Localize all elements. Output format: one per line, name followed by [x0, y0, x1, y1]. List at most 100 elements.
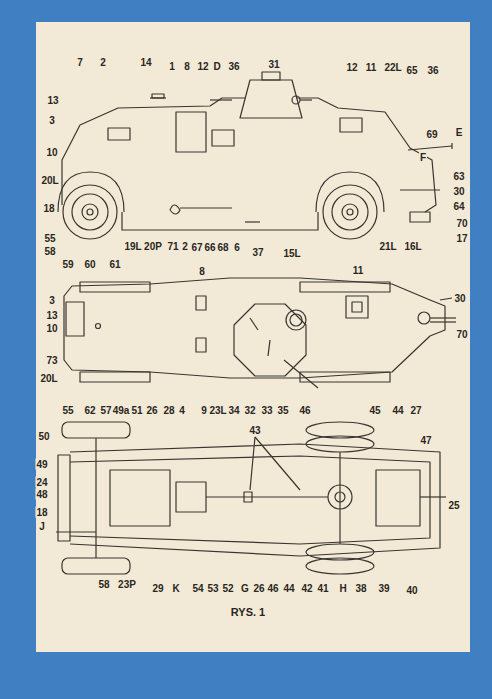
callout-number: 33 [260, 405, 273, 416]
side-view [58, 72, 452, 239]
callout-number: 62 [83, 405, 96, 416]
callout-number: 6 [233, 242, 241, 253]
callout-number: 37 [251, 247, 264, 258]
callout-number: H [338, 583, 347, 594]
callout-number: 26 [252, 583, 265, 594]
callout-number: 58 [97, 579, 110, 590]
callout-number: 35 [276, 405, 289, 416]
callout-number: 16L [403, 241, 422, 252]
callout-number: 26 [145, 405, 158, 416]
top-view [64, 278, 456, 388]
callout-number: 48 [35, 489, 48, 500]
callout-number: D [212, 61, 221, 72]
callout-number: 43 [248, 425, 261, 436]
callout-number: 52 [221, 583, 234, 594]
callout-number: 50 [37, 431, 50, 442]
callout-number: 46 [298, 405, 311, 416]
callout-number: 20P [143, 241, 163, 252]
callout-number: 36 [227, 61, 240, 72]
callout-number: 46 [266, 583, 279, 594]
callout-number: 66 [203, 242, 216, 253]
callout-number: 12 [345, 62, 358, 73]
callout-number: 65 [405, 65, 418, 76]
callout-number: 60 [83, 259, 96, 270]
callout-number: 49a [112, 405, 131, 416]
callout-number: 11 [365, 62, 378, 73]
callout-number: 2 [99, 57, 107, 68]
callout-number: 54 [191, 583, 204, 594]
paper-sheet [36, 22, 470, 652]
callout-number: 19L [123, 241, 142, 252]
callout-number: 68 [216, 242, 229, 253]
callout-number: 21L [378, 241, 397, 252]
callout-number: K [171, 583, 180, 594]
callout-number: 18 [42, 203, 55, 214]
callout-number: 30 [452, 186, 465, 197]
callout-number: 2 [181, 241, 189, 252]
callout-number: 64 [452, 201, 465, 212]
callout-number: 59 [61, 259, 74, 270]
callout-number: 67 [190, 242, 203, 253]
callout-number: 45 [368, 405, 381, 416]
callout-number: 44 [391, 405, 404, 416]
callout-number: 13 [46, 95, 59, 106]
callout-number: 13 [45, 310, 58, 321]
callout-number: 3 [48, 295, 56, 306]
callout-number: 10 [45, 323, 58, 334]
callout-number: 7 [76, 57, 84, 68]
callout-number: 41 [316, 583, 329, 594]
callout-number: 36 [426, 65, 439, 76]
callout-number: 63 [452, 171, 465, 182]
callout-number: 3 [48, 115, 56, 126]
callout-number: 24 [35, 477, 48, 488]
callout-number: 9 [200, 405, 208, 416]
callout-number: 71 [166, 241, 179, 252]
callout-number: 17 [455, 233, 468, 244]
callout-number: E [455, 127, 464, 138]
callout-number: 1 [168, 61, 176, 72]
callout-number: 15L [282, 248, 301, 259]
callout-number: 51 [130, 405, 143, 416]
callout-number: 12 [196, 61, 209, 72]
callout-number: 32 [243, 405, 256, 416]
callout-number: 10 [45, 147, 58, 158]
callout-number: 47 [419, 435, 432, 446]
callout-number: 55 [43, 233, 56, 244]
callout-number: 55 [61, 405, 74, 416]
callout-number: 38 [354, 583, 367, 594]
callout-number: 18 [35, 507, 48, 518]
callout-number: 8 [198, 266, 206, 277]
callout-number: 49 [35, 459, 48, 470]
callout-number: 20L [39, 373, 58, 384]
callout-number: 29 [151, 583, 164, 594]
callout-number: 22L [383, 62, 402, 73]
callout-number: G [240, 583, 250, 594]
callout-number: 39 [377, 583, 390, 594]
callout-number: 73 [45, 355, 58, 366]
callout-number: J [38, 521, 46, 532]
callout-number: 8 [183, 61, 191, 72]
callout-number: 53 [206, 583, 219, 594]
callout-number: 14 [139, 57, 152, 68]
callout-number: 11 [352, 265, 365, 276]
callout-number: 30 [453, 293, 466, 304]
callout-number: 25 [447, 500, 460, 511]
callout-number: 23L [208, 405, 227, 416]
callout-number: 57 [99, 405, 112, 416]
callout-number: 31 [267, 59, 280, 70]
callout-number: 42 [300, 583, 313, 594]
callout-number: 34 [227, 405, 240, 416]
callout-number: 69 [425, 129, 438, 140]
callout-number: 4 [178, 405, 186, 416]
callout-number: 44 [282, 583, 295, 594]
callout-number: 28 [162, 405, 175, 416]
callout-number: 20L [40, 175, 59, 186]
callout-number: 61 [108, 259, 121, 270]
callout-number: 58 [43, 246, 56, 257]
callout-number: 70 [455, 329, 468, 340]
callout-number: 70 [455, 218, 468, 229]
callout-number: 27 [409, 405, 422, 416]
chassis-view [56, 422, 446, 574]
callout-number: F [419, 152, 427, 163]
